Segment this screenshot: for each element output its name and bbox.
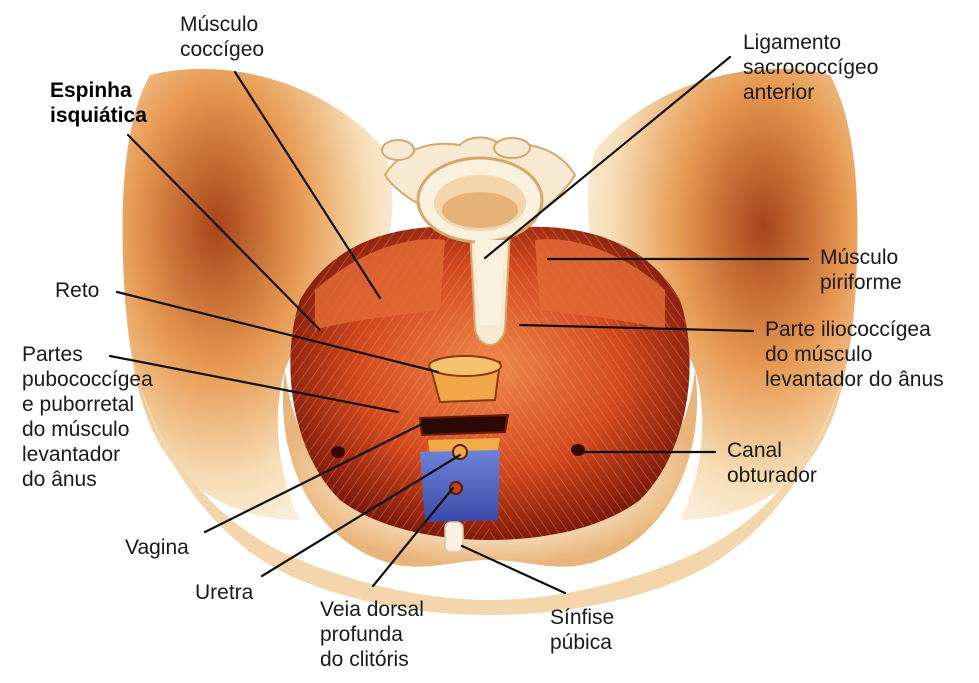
label-sinfise-pubica: Sínfise púbica bbox=[550, 605, 614, 655]
label-musculo-piriforme: Músculo piriforme bbox=[820, 245, 902, 295]
label-ligamento-sacrococcigeo: Ligamento sacrococcígeo anterior bbox=[743, 30, 878, 105]
label-veia-dorsal: Veia dorsal profunda do clitóris bbox=[320, 597, 424, 672]
vagina bbox=[420, 415, 508, 435]
label-reto: Reto bbox=[55, 278, 99, 303]
obturator-canal-right bbox=[571, 444, 585, 456]
label-vagina: Vagina bbox=[125, 535, 189, 560]
label-musculo-coccigeo: Músculo coccígeo bbox=[180, 12, 264, 62]
label-canal-obturador: Canal obturador bbox=[727, 438, 817, 488]
label-uretra: Uretra bbox=[195, 580, 253, 605]
obturator-canal-left bbox=[331, 446, 345, 458]
label-partes-pubococcigea: Partes pubococcígea e puborretal do músc… bbox=[22, 342, 153, 492]
label-parte-iliococcigea: Parte iliococcígea do músculo levantador… bbox=[765, 317, 944, 392]
label-espinha-isquiatica: Espinha isquiática bbox=[50, 78, 147, 128]
pubic-symphysis bbox=[445, 522, 463, 552]
